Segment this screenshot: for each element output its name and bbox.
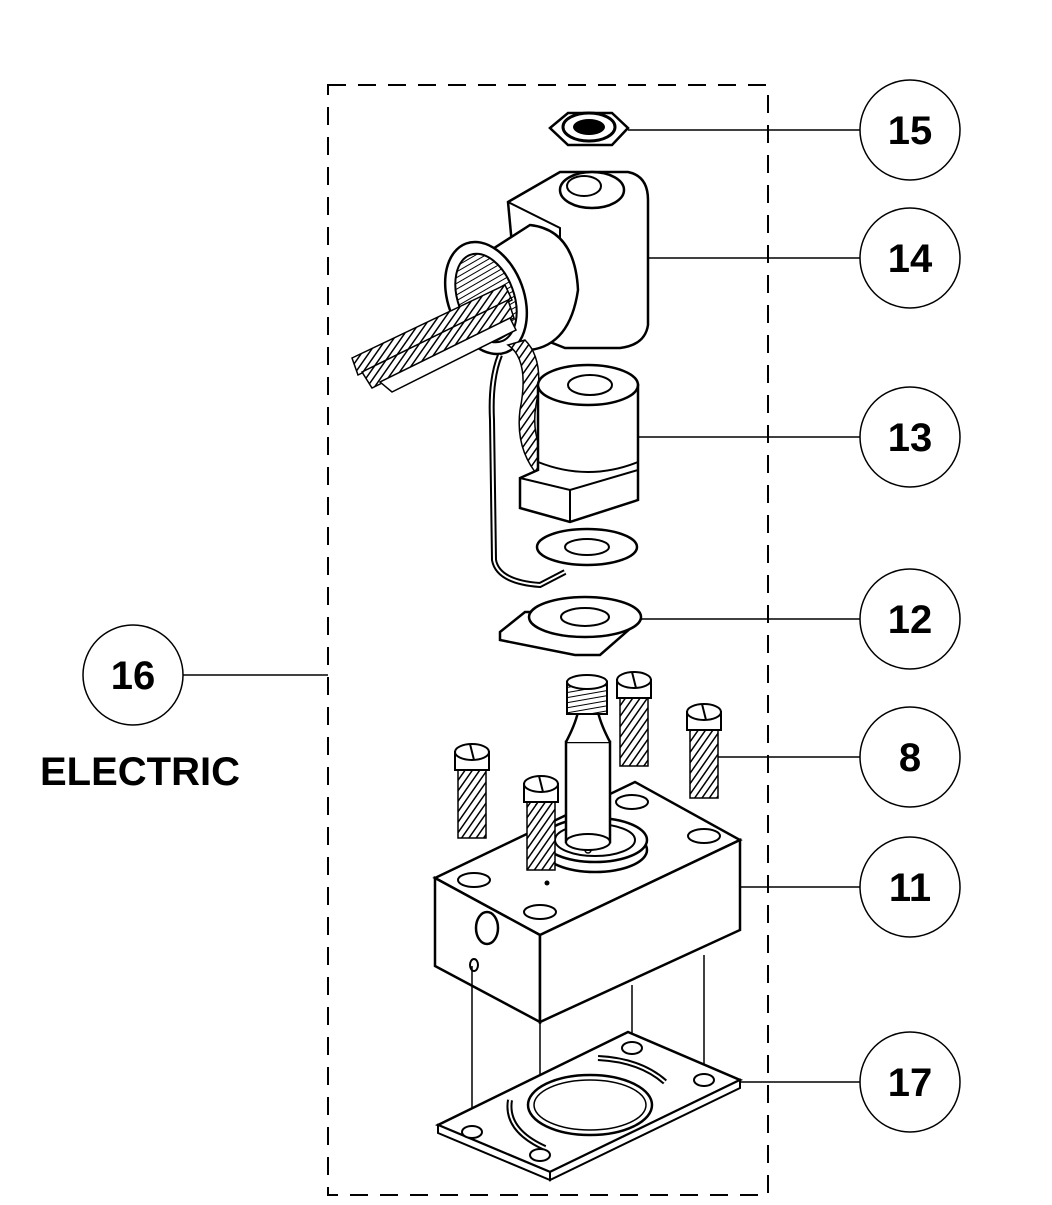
screw-1 [454,743,490,839]
callout-8: 8 [859,706,961,808]
callout-12: 12 [859,568,961,670]
hex-nut-icon [548,111,630,147]
callout-label: 8 [899,736,921,780]
callout-label: 15 [888,109,933,153]
callout-label: 11 [889,866,931,910]
electric-label: ELECTRIC [40,750,240,794]
callout-label: 17 [888,1061,933,1105]
screw-2 [523,775,559,871]
plunger-icon [564,674,612,851]
callout-16: 16 [82,624,184,726]
assembly-boundary [327,84,769,1196]
callout-17: 17 [859,1031,961,1133]
callout-label: 12 [888,598,933,642]
gasket-icon [434,1030,744,1182]
callout-15: 15 [859,79,961,181]
screw-4 [686,703,722,799]
washer-icon [535,527,639,567]
callout-label: 16 [111,654,156,698]
callout-label: 13 [888,416,933,460]
screw-icon [454,671,722,871]
callout-label: 14 [888,237,933,281]
screw-3 [616,671,652,767]
leader-lines [183,129,860,1083]
bracket-icon [498,595,643,657]
wires-icon [351,283,567,589]
callout-14: 14 [859,207,961,309]
callout-13: 13 [859,386,961,488]
solenoid-coil-icon [518,363,640,524]
callout-11: 11 [859,836,961,938]
